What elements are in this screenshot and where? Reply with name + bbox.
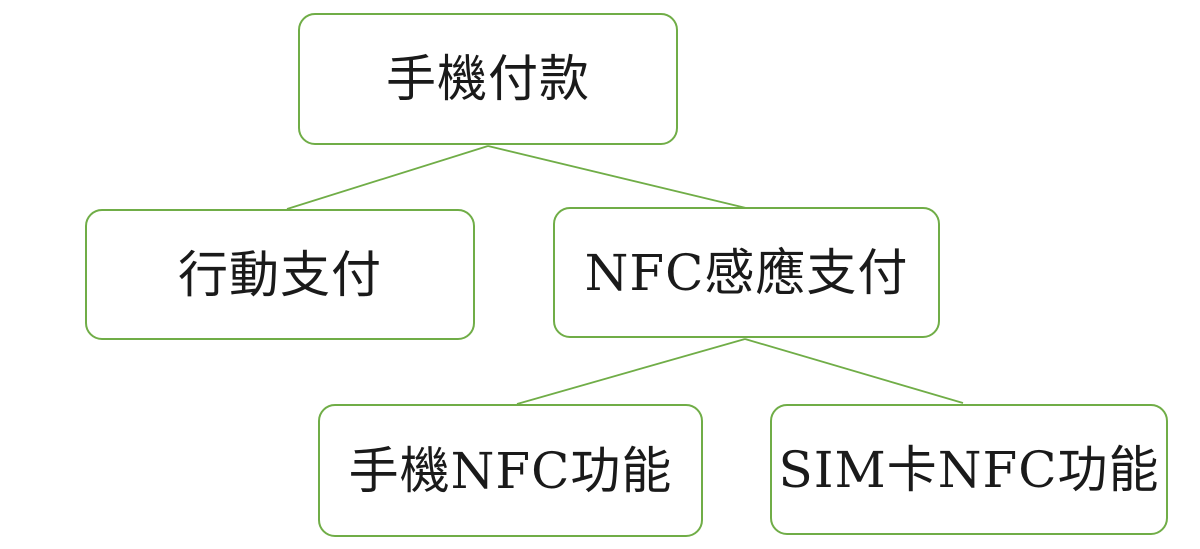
node-label: 行動支付 — [178, 245, 382, 304]
node-label: 手機付款 — [386, 50, 590, 108]
connector-nfc-to-phone-nfc — [516, 338, 746, 405]
connector-root-to-nfc — [487, 145, 747, 209]
node-label: NFC感應支付 — [584, 243, 909, 302]
connector-nfc-to-sim-nfc — [744, 338, 964, 404]
node-label: SIM卡NFC功能 — [778, 440, 1160, 499]
node-sim-nfc-function: SIM卡NFC功能 — [770, 404, 1168, 535]
node-phone-nfc-function: 手機NFC功能 — [318, 404, 703, 537]
node-mobile-payment: 行動支付 — [85, 209, 475, 340]
node-phone-payment-root: 手機付款 — [298, 13, 678, 145]
node-label: 手機NFC功能 — [348, 441, 673, 500]
connector-root-to-mobile — [286, 145, 489, 210]
node-nfc-contactless-payment: NFC感應支付 — [553, 207, 940, 338]
